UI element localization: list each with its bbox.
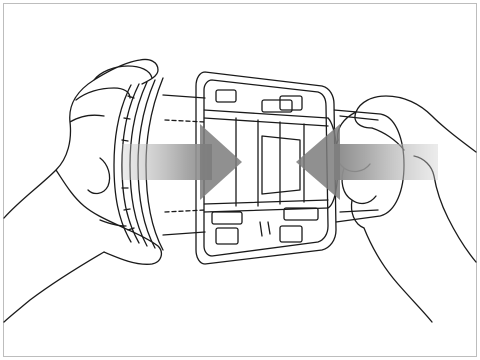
illustration-frame xyxy=(0,0,480,360)
assembly-illustration xyxy=(0,0,480,360)
